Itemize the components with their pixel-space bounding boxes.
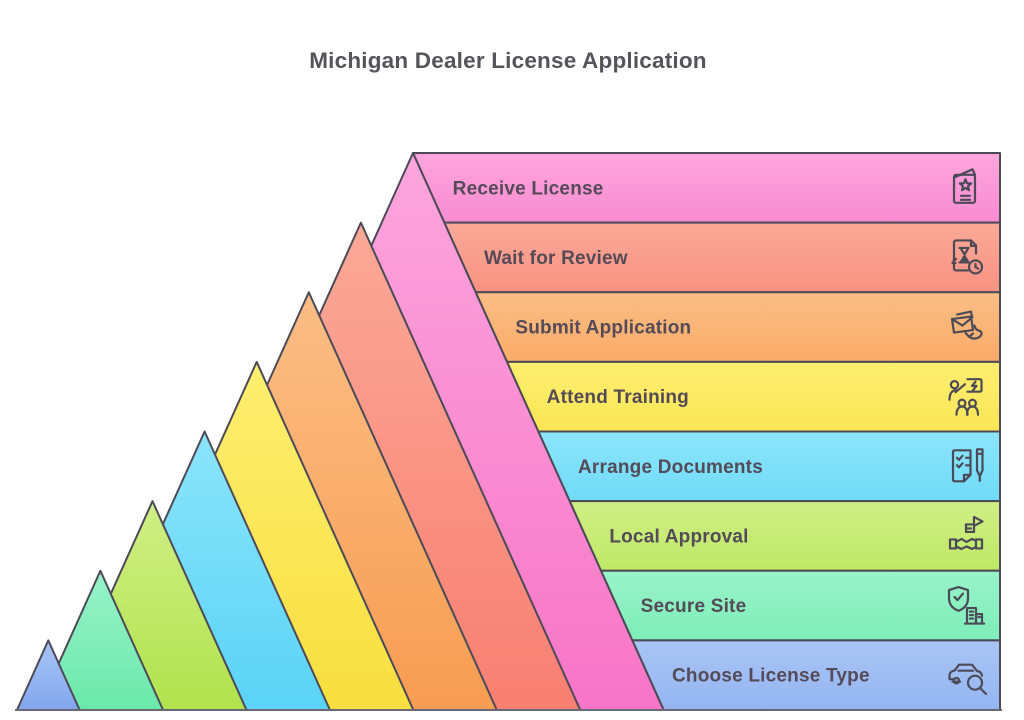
training-presentation-icon (948, 378, 983, 416)
car-search-icon (948, 663, 988, 696)
step-label: Wait for Review (484, 248, 628, 269)
step-label: Local Approval (609, 526, 748, 547)
envelope-hand-icon (950, 310, 983, 340)
step-label: Attend Training (547, 387, 689, 408)
shield-check-building-icon (947, 585, 986, 625)
flag-handshake-icon (948, 515, 984, 551)
step-label: Secure Site (641, 596, 747, 617)
page-title: Michigan Dealer License Application (309, 48, 707, 73)
step-label: Choose License Type (672, 666, 870, 687)
document-hourglass-clock-icon (951, 239, 984, 275)
step-icons (947, 168, 988, 696)
step-label: Arrange Documents (578, 457, 763, 478)
step-label: Receive License (453, 178, 604, 199)
step-label: Submit Application (515, 318, 691, 339)
checklist-pen-icon (951, 448, 984, 483)
pyramid-triangles (15, 152, 665, 711)
license-certificate-icon (952, 168, 977, 204)
step-bands (412, 152, 1001, 711)
